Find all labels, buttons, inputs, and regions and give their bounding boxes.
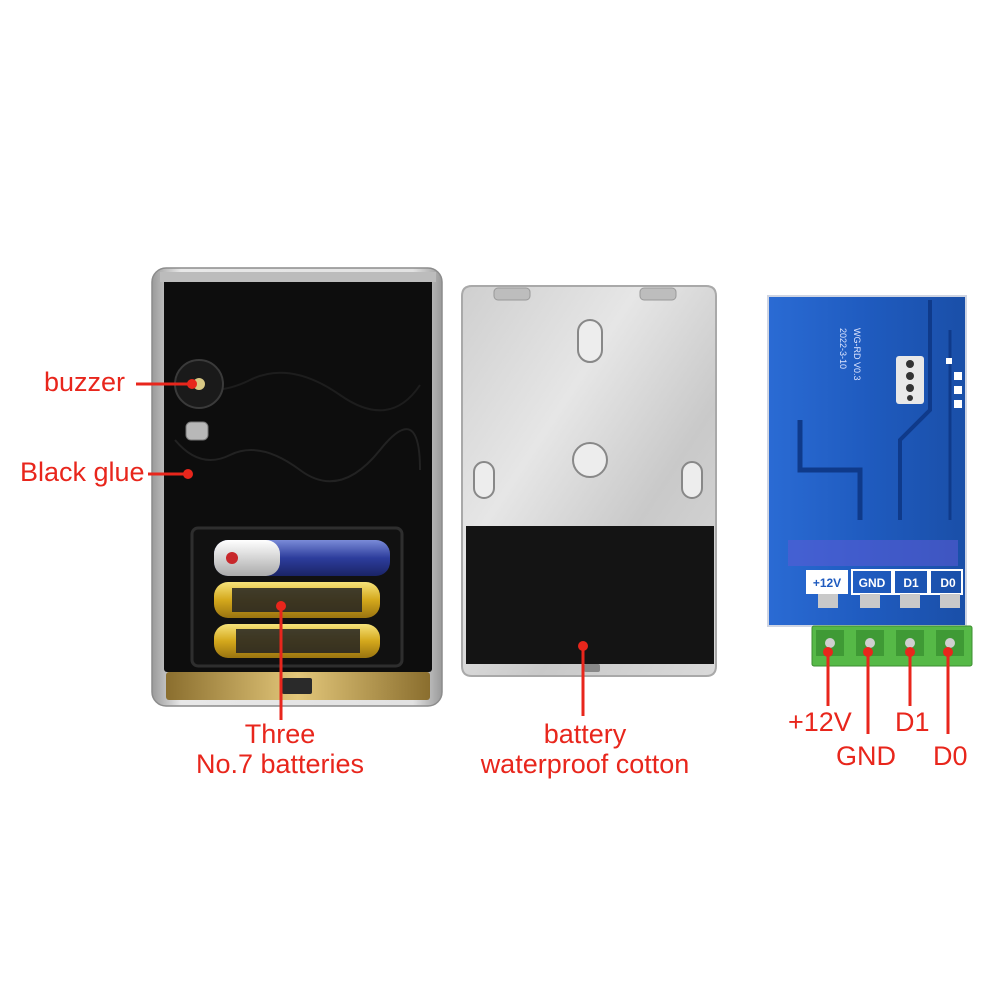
silk-d1-text: D1	[903, 576, 919, 590]
silk-gnd-text: GND	[859, 576, 886, 590]
battery-holder	[190, 526, 404, 668]
black-glue-label: Black glue	[20, 457, 145, 487]
cotton-label: battery waterproof cotton	[465, 719, 705, 779]
wiegand-pcb	[767, 295, 967, 627]
batteries-label-line2: No.7 batteries	[195, 748, 365, 779]
silk-12v-text: +12V	[813, 576, 841, 590]
batteries-label-line1: Three	[244, 719, 316, 749]
pin-12v-label: +12V	[788, 707, 852, 737]
pcb-date-text: 2022-3-10	[838, 328, 848, 369]
capacitor-component	[185, 421, 209, 441]
annotation-pointers	[136, 379, 953, 734]
buzzer-label: buzzer	[44, 367, 126, 397]
cotton-label-line1: battery	[543, 719, 627, 749]
pin-gnd-label: GND	[836, 741, 896, 771]
pcb-model-text: WG-RD V0.3	[852, 328, 862, 381]
cotton-label-line2: waterproof cotton	[480, 748, 690, 779]
silk-d0-text: D0	[940, 576, 956, 590]
batteries-label: Three No.7 batteries	[180, 719, 380, 779]
terminal-block	[811, 625, 973, 667]
pin-d1-label: D1	[895, 707, 930, 737]
pin-d0-label: D0	[933, 741, 968, 771]
waterproof-cotton-pad	[466, 526, 714, 664]
